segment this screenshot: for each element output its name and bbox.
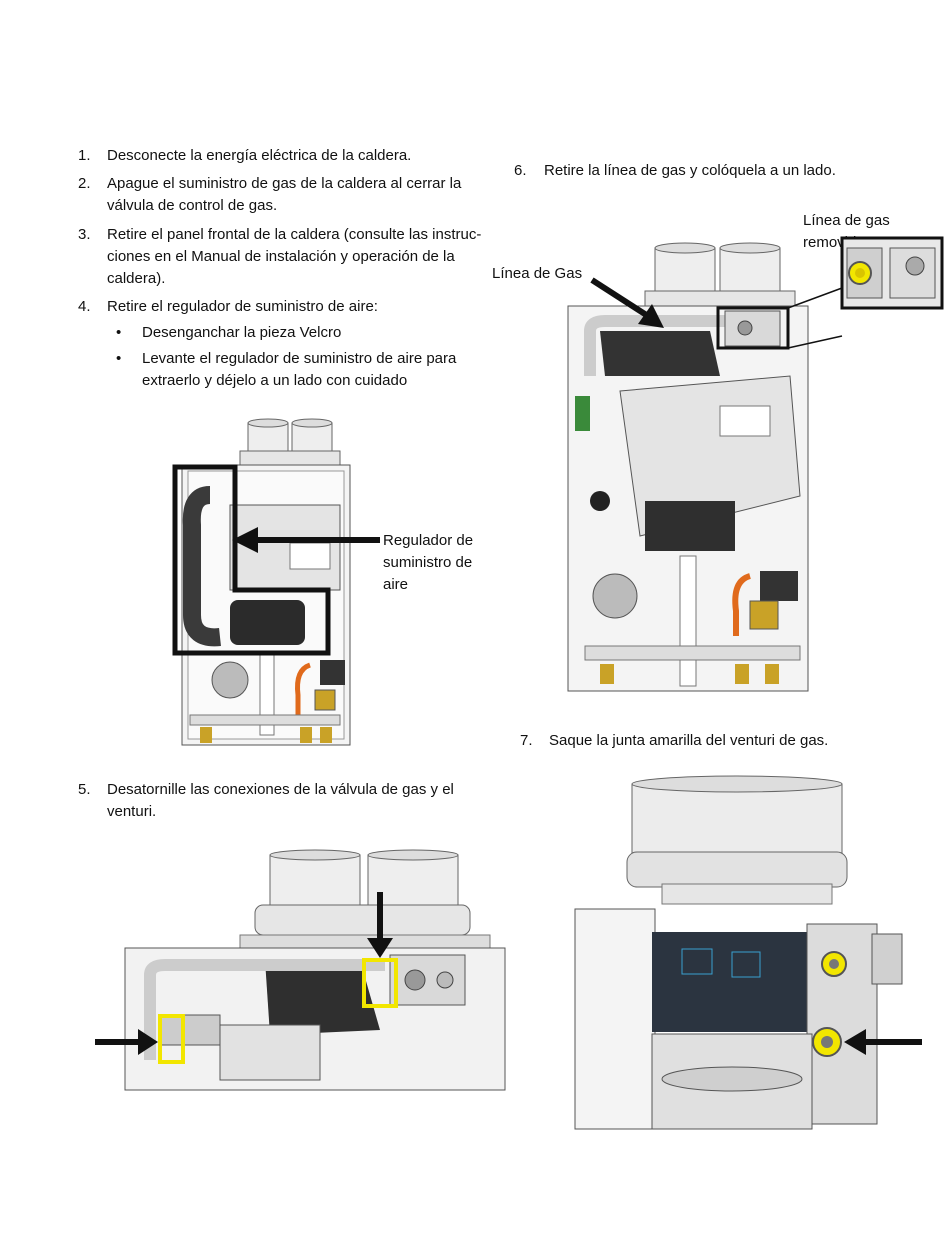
step-text-line: Apague el suministro de gas de la calder… bbox=[107, 175, 462, 192]
step-text: Saque la junta amarilla del venturi de g… bbox=[549, 732, 829, 749]
bullet-icon: • bbox=[116, 324, 122, 341]
step-text: Retire la línea de gas y colóquela a un … bbox=[544, 162, 836, 179]
step-number: 6. bbox=[514, 162, 527, 179]
step-text-line: Desatornille las conexiones de la válvul… bbox=[107, 781, 454, 798]
bullet-text: Levante el regulador de suministro de ai… bbox=[142, 350, 457, 367]
callout-line: Regulador de bbox=[383, 532, 474, 549]
step-number: 4. bbox=[78, 298, 91, 315]
callout-line: suministro de bbox=[383, 554, 473, 571]
step-text-line: venturi. bbox=[107, 803, 157, 820]
step-text-line: Retire el panel frontal de la caldera (c… bbox=[107, 226, 482, 243]
bullet-text: extraerlo y déjelo a un lado con cuidado bbox=[142, 372, 408, 389]
step-text: Desconecte la energía eléctrica de la ca… bbox=[107, 147, 412, 164]
step-text-line: válvula de control de gas. bbox=[107, 197, 278, 214]
step-number: 1. bbox=[78, 147, 91, 164]
boiler-figure-air-regulator bbox=[172, 418, 380, 746]
gas-valve-venturi-figure bbox=[95, 849, 506, 1091]
step-text-line: ciones en el Manual de instalación y ope… bbox=[107, 248, 455, 265]
step-text: Retire el regulador de suministro de air… bbox=[107, 298, 378, 315]
boiler-figure-gas-line bbox=[567, 236, 944, 692]
bullet-text: Desenganchar la pieza Velcro bbox=[142, 324, 342, 341]
step-number: 5. bbox=[78, 781, 91, 798]
step-number: 2. bbox=[78, 175, 91, 192]
step-number: 3. bbox=[78, 226, 91, 243]
venturi-gasket-figure bbox=[574, 775, 922, 1130]
callout-line: aire bbox=[383, 576, 409, 593]
bullet-icon: • bbox=[116, 350, 122, 367]
step-number: 7. bbox=[520, 732, 533, 749]
step-text-line: caldera). bbox=[107, 270, 166, 287]
callout-gas-line: Línea de Gas bbox=[492, 265, 583, 282]
